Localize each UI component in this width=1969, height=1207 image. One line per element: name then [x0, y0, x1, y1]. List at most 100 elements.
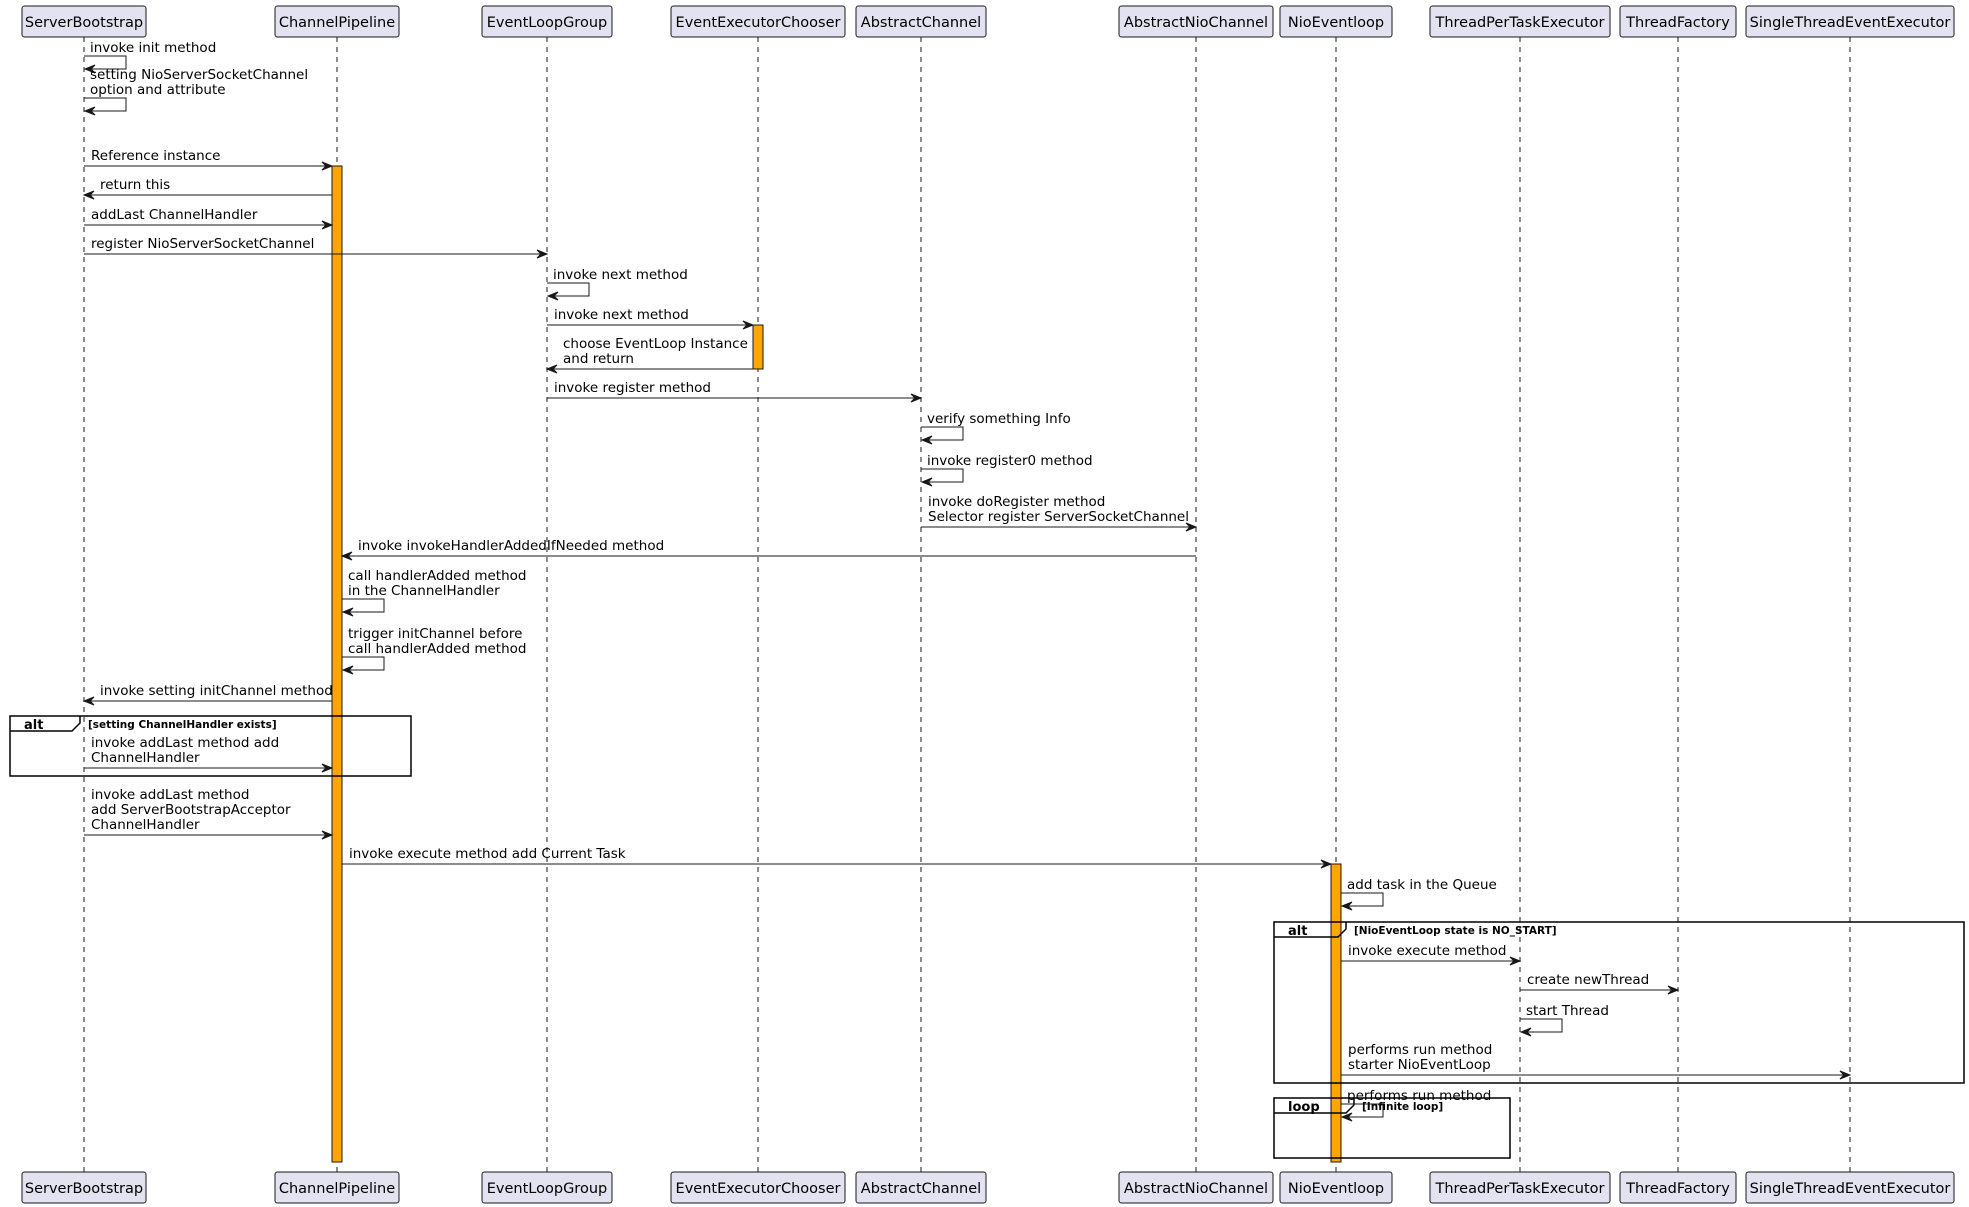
self-message-line — [1341, 892, 1384, 907]
message: performs run method — [1340, 1088, 1491, 1122]
message: return this — [82, 177, 332, 200]
participant-label: EventExecutorChooser — [676, 1181, 841, 1197]
message-label: invoke setting initChannel method — [100, 683, 333, 699]
participant-label: EventLoopGroup — [487, 15, 607, 31]
participant-label: ChannelPipeline — [279, 15, 395, 31]
message-label: invoke register method — [554, 380, 711, 396]
message: addLast ChannelHandler — [84, 207, 334, 230]
participant-tf-bottom: ThreadFactory — [1619, 1171, 1737, 1204]
message-label: ChannelHandler — [91, 817, 200, 833]
participant-box — [670, 1171, 846, 1204]
participant-box — [1745, 1171, 1955, 1204]
arrow-head — [83, 64, 96, 74]
message: invoke next method — [547, 307, 755, 330]
self-message-line — [921, 426, 964, 441]
message-label: add ServerBootstrapAcceptor — [91, 802, 291, 818]
message: invoke execute method add Current Task — [342, 846, 1333, 869]
message-label: register NioServerSocketChannel — [91, 236, 314, 252]
arrow-head — [341, 665, 354, 675]
participant-cp-bottom: ChannelPipeline — [274, 1171, 400, 1204]
participant-box — [21, 5, 147, 38]
participant-eec-bottom: EventExecutorChooser — [670, 1171, 846, 1204]
participant-box — [21, 1171, 147, 1204]
participant-elg-top: EventLoopGroup — [481, 5, 613, 38]
participant-label: SingleThreadEventExecutor — [1750, 1181, 1951, 1197]
self-message-line — [342, 656, 385, 671]
arrow-head — [546, 291, 559, 301]
message-label: create newThread — [1527, 972, 1649, 988]
message-label: invoke next method — [553, 267, 688, 283]
participant-box — [1279, 5, 1393, 38]
arrow-head — [340, 551, 353, 561]
fragment-frame — [1273, 1097, 1511, 1159]
message: register NioServerSocketChannel — [84, 236, 549, 259]
participant-label: ThreadFactory — [1625, 15, 1730, 31]
arrow-head — [536, 249, 549, 259]
message-label: verify something Info — [927, 411, 1071, 427]
message-label: Selector register ServerSocketChannel — [928, 509, 1189, 525]
fragment-condition: [setting ChannelHandler exists] — [88, 719, 277, 731]
message-label: invoke invokeHandlerAddedIfNeeded method — [358, 538, 664, 554]
self-message-line — [84, 55, 127, 70]
arrow-head — [910, 393, 923, 403]
fragment-tab — [1274, 922, 1347, 938]
participant-label: SingleThreadEventExecutor — [1750, 15, 1951, 31]
arrow-head — [1667, 985, 1680, 995]
participant-nel-top: NioEventloop — [1279, 5, 1393, 38]
participant-label: NioEventloop — [1288, 1181, 1384, 1197]
self-message-line — [84, 97, 127, 112]
message-label: choose EventLoop Instance — [563, 336, 748, 352]
message-label: call handlerAdded method — [348, 641, 527, 657]
message: Reference instance — [84, 148, 334, 171]
participant-cp-top: ChannelPipeline — [274, 5, 400, 38]
activation-bar-eec — [752, 324, 764, 370]
self-message-line — [1341, 1103, 1384, 1118]
self-message-line — [921, 468, 964, 483]
message-label: invoke execute method add Current Task — [349, 846, 626, 862]
participant-label: AbstractNioChannel — [1124, 1181, 1268, 1197]
message-label: invoke addLast method add — [91, 735, 279, 751]
fragment-loop: loop[Infinite loop] — [1273, 1097, 1511, 1159]
message: invoke execute method — [1341, 943, 1522, 966]
participant-box — [1429, 5, 1611, 38]
message-label: invoke next method — [554, 307, 689, 323]
participant-anc-top: AbstractNioChannel — [1118, 5, 1274, 38]
participant-label: ChannelPipeline — [279, 1181, 395, 1197]
self-message-line — [1520, 1018, 1563, 1033]
fragment-tab — [10, 716, 81, 732]
message-label: return this — [100, 177, 170, 193]
participant-ac-top: AbstractChannel — [855, 5, 987, 38]
message-label: option and attribute — [90, 82, 226, 98]
participant-ac-bottom: AbstractChannel — [855, 1171, 987, 1204]
activation-bar-nel — [1330, 863, 1342, 1163]
arrow-head — [920, 435, 933, 445]
arrow-head — [1185, 522, 1198, 532]
message-label: performs run method — [1348, 1042, 1492, 1058]
participant-label: ServerBootstrap — [25, 15, 143, 31]
arrow-head — [82, 190, 95, 200]
participant-label: AbstractChannel — [861, 15, 981, 31]
arrow-head — [1320, 859, 1333, 869]
lifelines — [83, 37, 1851, 1172]
activation-bar-cp — [331, 165, 343, 1163]
fragment-kind: alt — [24, 718, 43, 733]
participant-box — [481, 1171, 613, 1204]
participant-label: ThreadPerTaskExecutor — [1434, 1181, 1604, 1197]
arrow-head — [1839, 1070, 1852, 1080]
arrow-head — [321, 161, 334, 171]
participant-box — [1279, 1171, 1393, 1204]
fragment-kind: alt — [1288, 924, 1307, 939]
participant-tpte-bottom: ThreadPerTaskExecutor — [1429, 1171, 1611, 1204]
fragment-alt: alt [setting ChannelHandler exists] — [9, 715, 412, 777]
participant-box — [481, 5, 613, 38]
arrow-head — [920, 477, 933, 487]
participant-sb-top: ServerBootstrap — [21, 5, 147, 38]
message-label: invoke init method — [90, 40, 216, 56]
participant-tpte-top: ThreadPerTaskExecutor — [1429, 5, 1611, 38]
arrow-head — [1340, 901, 1353, 911]
participant-box — [855, 5, 987, 38]
message-label: starter NioEventLoop — [1348, 1057, 1491, 1073]
participant-label: ServerBootstrap — [25, 1181, 143, 1197]
